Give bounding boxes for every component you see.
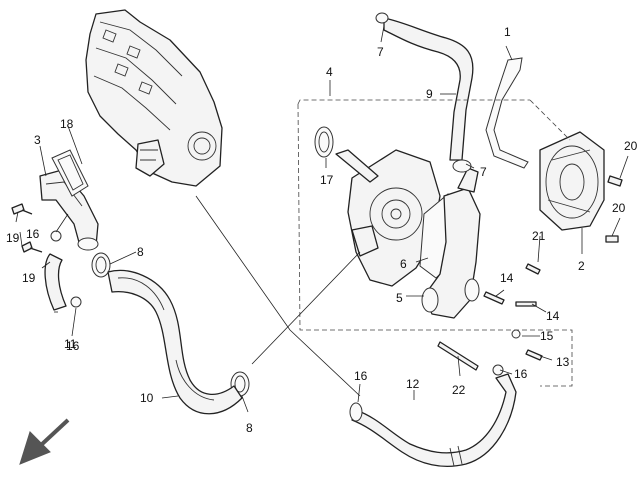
callout-3: 3: [34, 133, 41, 147]
radiator-hose-10: [107, 269, 243, 415]
leader-lines: [15, 25, 629, 413]
callout-6: 6: [400, 257, 407, 271]
callout-8-upper: 8: [137, 245, 144, 259]
callout-labels: 1 2 3 4 5 6 7 7 8 8 9 10 11 12 13 14 14 …: [6, 25, 638, 435]
o-ring-17: [314, 126, 334, 158]
thermostat-housing-5: [421, 167, 481, 319]
bracket-1: [485, 57, 529, 169]
callout-14-upper: 14: [500, 271, 514, 285]
assembly-outline-4: [297, 99, 573, 387]
callout-16-left: 16: [26, 227, 40, 241]
callout-5: 5: [396, 291, 403, 305]
bolts-left: [11, 203, 82, 308]
callout-9: 9: [426, 87, 433, 101]
gasket-18: [51, 149, 89, 197]
callout-13: 13: [556, 355, 570, 369]
cylinder-head: [85, 9, 223, 187]
callout-16-lower-left: 16: [66, 339, 80, 353]
callout-7-mid: 7: [480, 165, 487, 179]
callout-19-lower: 19: [22, 271, 36, 285]
pump-cover-2: [539, 131, 605, 231]
callout-18: 18: [60, 117, 74, 131]
hose-clamp-upper: [91, 252, 111, 278]
small-hose-11: [44, 253, 67, 311]
callout-10: 10: [140, 391, 154, 405]
water-hose-12: [349, 373, 517, 467]
outlet-pipe: [39, 169, 99, 251]
water-pump-assembly: [335, 149, 441, 287]
callout-21: 21: [532, 229, 546, 243]
callout-1: 1: [504, 25, 511, 39]
front-direction-arrow-icon: [19, 418, 70, 465]
callout-2: 2: [578, 259, 585, 273]
callout-7-top: 7: [377, 45, 384, 59]
bypass-hose-9: [375, 12, 474, 173]
callout-22: 22: [452, 383, 466, 397]
callout-14-lower: 14: [546, 309, 560, 323]
callout-20-lower: 20: [612, 201, 626, 215]
callout-19-upper: 19: [6, 231, 20, 245]
callout-16-right: 16: [514, 367, 528, 381]
callout-17: 17: [320, 173, 334, 187]
callout-8-lower: 8: [246, 421, 253, 435]
callout-11: 11: [64, 337, 77, 351]
callout-4: 4: [326, 65, 333, 79]
callout-20-upper: 20: [624, 139, 638, 153]
callout-12: 12: [406, 377, 420, 391]
callout-16-bottom: 16: [354, 369, 368, 383]
callout-15: 15: [540, 329, 554, 343]
